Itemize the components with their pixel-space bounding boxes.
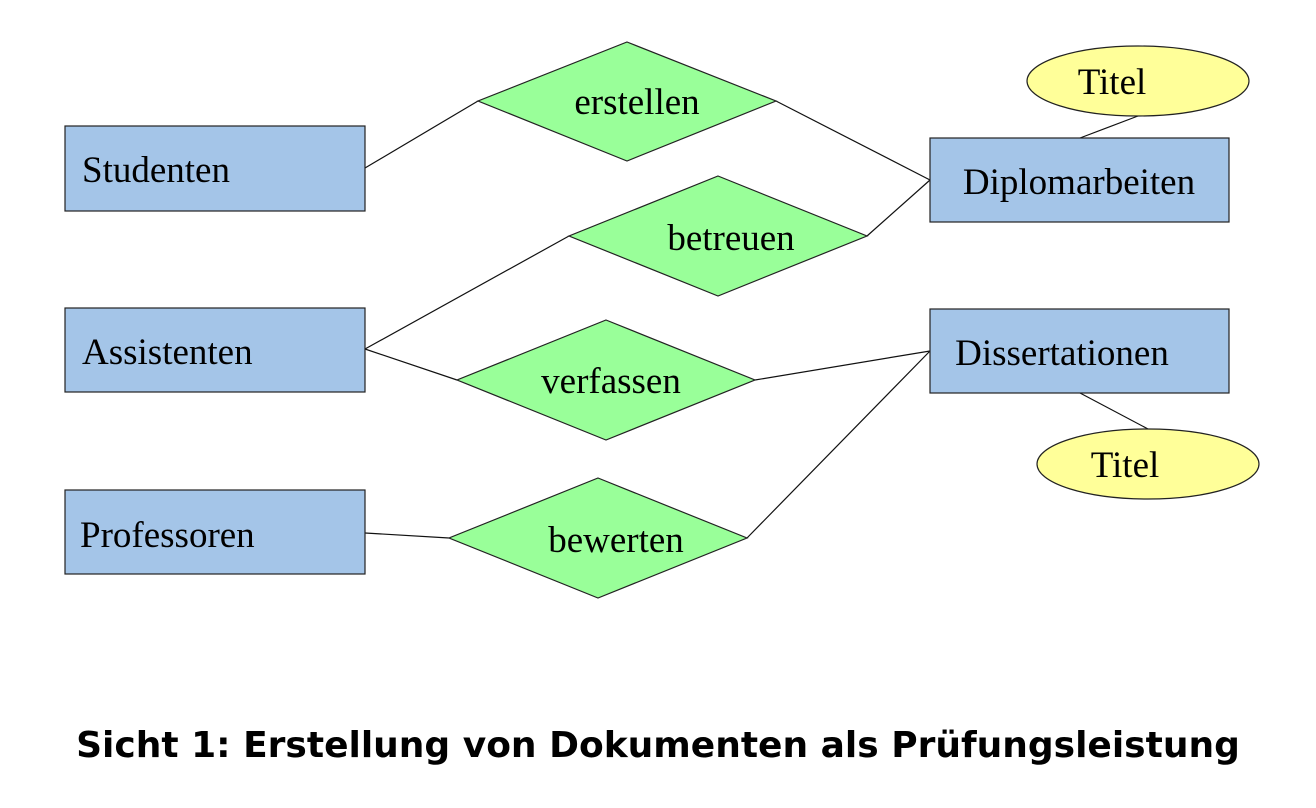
entity-label: Studenten xyxy=(82,150,230,191)
diagram-caption: Sicht 1: Erstellung von Dokumenten als P… xyxy=(76,725,1240,766)
entity-assistenten: Assistenten xyxy=(64,307,366,393)
edge-erstellen-diplomarbeiten xyxy=(775,100,931,181)
entity-studenten: Studenten xyxy=(64,125,366,212)
relationship-betreuen: betreuen xyxy=(567,175,869,297)
edge-studenten-erstellen xyxy=(364,100,479,169)
attribute-label: Titel xyxy=(1091,445,1160,486)
relationship-diamond xyxy=(476,41,778,162)
relationship-diamond xyxy=(455,319,757,441)
relationship-label: erstellen xyxy=(574,82,699,123)
edge-diplomarbeiten-titel xyxy=(1079,115,1139,139)
attribute-dissertationen-titel: Titel xyxy=(1036,428,1260,500)
relationship-label: betreuen xyxy=(667,218,794,259)
entity-box xyxy=(64,307,366,393)
relationship-verfassen: verfassen xyxy=(455,319,757,441)
relationship-diamond xyxy=(567,175,869,297)
connections xyxy=(364,100,1149,539)
edge-bewerten-dissertationen xyxy=(746,350,931,539)
entity-box xyxy=(929,137,1230,223)
edge-assistenten-betreuen xyxy=(364,235,570,350)
entity-diplomarbeiten: Diplomarbeiten xyxy=(929,137,1230,223)
relationship-erstellen: erstellen xyxy=(476,41,778,162)
edge-verfassen-dissertationen xyxy=(754,350,931,381)
entity-dissertationen: Dissertationen xyxy=(929,308,1230,394)
relationship-diamond xyxy=(447,477,749,599)
relationship-label: bewerten xyxy=(548,520,684,561)
entity-box xyxy=(929,308,1230,394)
edge-professoren-bewerten xyxy=(364,532,450,539)
entity-professoren: Professoren xyxy=(64,489,366,575)
relationship-label: verfassen xyxy=(541,361,681,402)
attribute-ellipse xyxy=(1036,428,1260,500)
relationship-bewerten: bewerten xyxy=(447,477,749,599)
entity-box xyxy=(64,125,366,212)
entity-box xyxy=(64,489,366,575)
entity-label: Professoren xyxy=(80,515,255,556)
attribute-label: Titel xyxy=(1078,62,1147,103)
edge-assistenten-verfassen xyxy=(364,348,458,381)
entity-label: Assistenten xyxy=(82,332,253,373)
attribute-ellipse xyxy=(1026,45,1250,117)
edge-dissertationen-titel xyxy=(1079,392,1149,430)
edge-betreuen-diplomarbeiten xyxy=(866,179,931,237)
attribute-diplomarbeiten-titel: Titel xyxy=(1026,45,1250,117)
entity-label: Diplomarbeiten xyxy=(963,162,1195,203)
entity-label: Dissertationen xyxy=(955,333,1169,374)
